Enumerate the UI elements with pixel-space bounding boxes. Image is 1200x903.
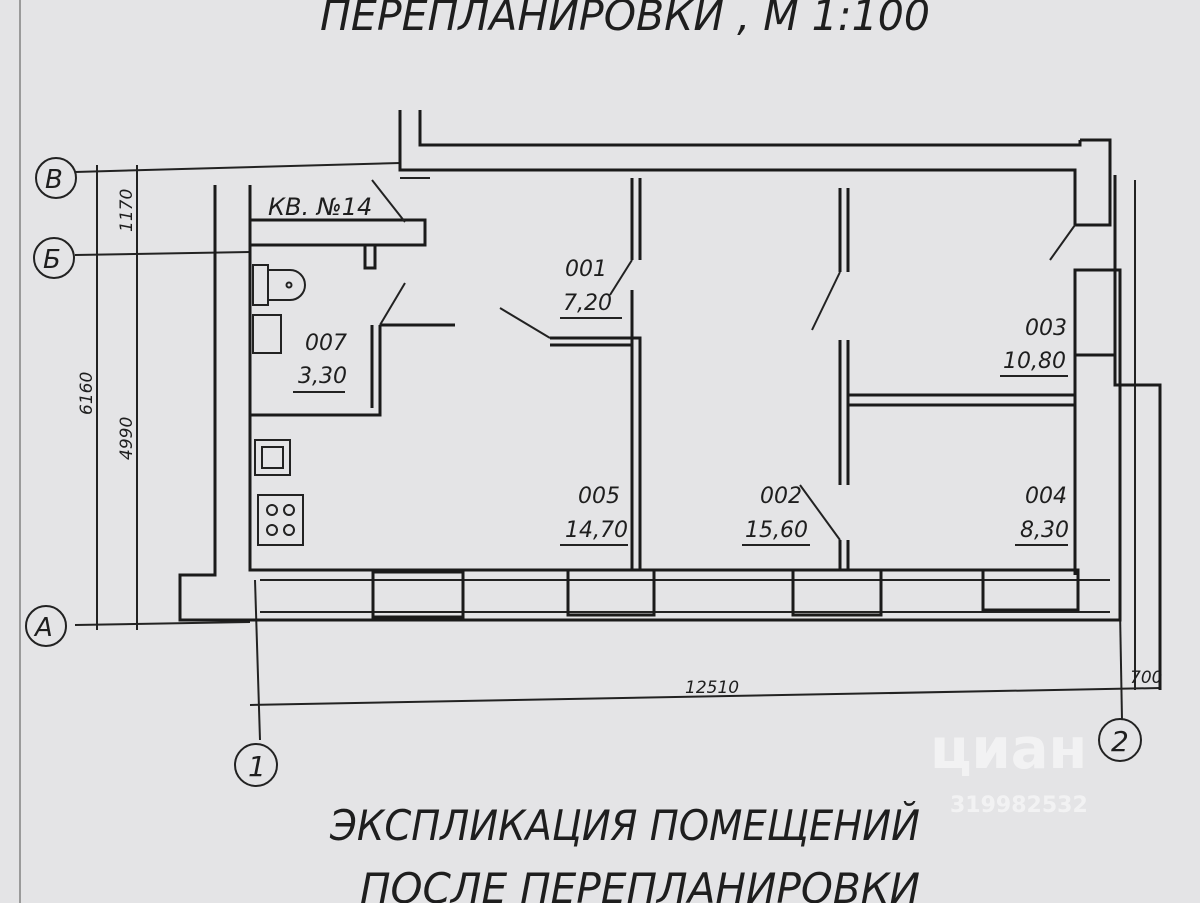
room-num-001: 001 [565,257,607,282]
stove-icon [257,494,304,546]
room-num-005: 005 [578,484,620,509]
axis-a-label: А [33,613,53,643]
dim-6160: 6160 [77,372,97,415]
dim-700: 700 [1130,668,1162,688]
plan-title: ПЕРЕПЛАНИРОВКИ , М 1:100 [320,0,930,40]
room-area-001: 7,20 [563,291,612,316]
room-num-003: 003 [1025,316,1067,341]
room-num-004: 004 [1025,484,1067,509]
room-num-002: 002 [760,484,802,509]
room-area-004: 8,30 [1020,518,1069,543]
dim-12510: 12510 [685,678,739,698]
axis-b-label: Б [43,245,61,275]
dimension-labels: 1170 4990 6160 12510 700 [77,189,1162,698]
fixtures [252,264,306,546]
room-num-007: 007 [305,331,347,356]
axis-2-label: 2 [1111,725,1129,758]
room-area-005: 14,70 [565,518,628,543]
room-labels: 001 7,20 002 15,60 003 10,80 004 8,30 00… [293,257,1069,546]
explication-heading: ЭКСПЛИКАЦИЯ ПОМЕЩЕНИЙ [329,800,920,850]
watermark: циан 319982532 [930,717,1088,818]
sink-icon [252,314,282,354]
room-area-002: 15,60 [745,518,808,543]
axis-v-label: В [45,165,63,195]
dim-1170: 1170 [117,189,137,232]
dim-4990: 4990 [117,417,137,460]
room-area-007: 3,30 [298,364,347,389]
watermark-brand: циан [930,717,1087,782]
axis-1-label: 1 [248,750,266,783]
doors [371,179,1076,541]
room-area-003: 10,80 [1003,349,1066,374]
apartment-label: КВ. №14 [268,193,372,221]
windows [371,568,1080,619]
explication-subheading: ПОСЛЕ ПЕРЕПЛАНИРОВКИ [360,864,920,903]
watermark-id: 319982532 [950,793,1088,818]
sink-kitchen-icon [254,439,291,476]
toilet-icon [252,264,269,306]
axis-lines [74,162,1161,741]
axis-markers: В Б А 1 2 [25,157,1142,787]
